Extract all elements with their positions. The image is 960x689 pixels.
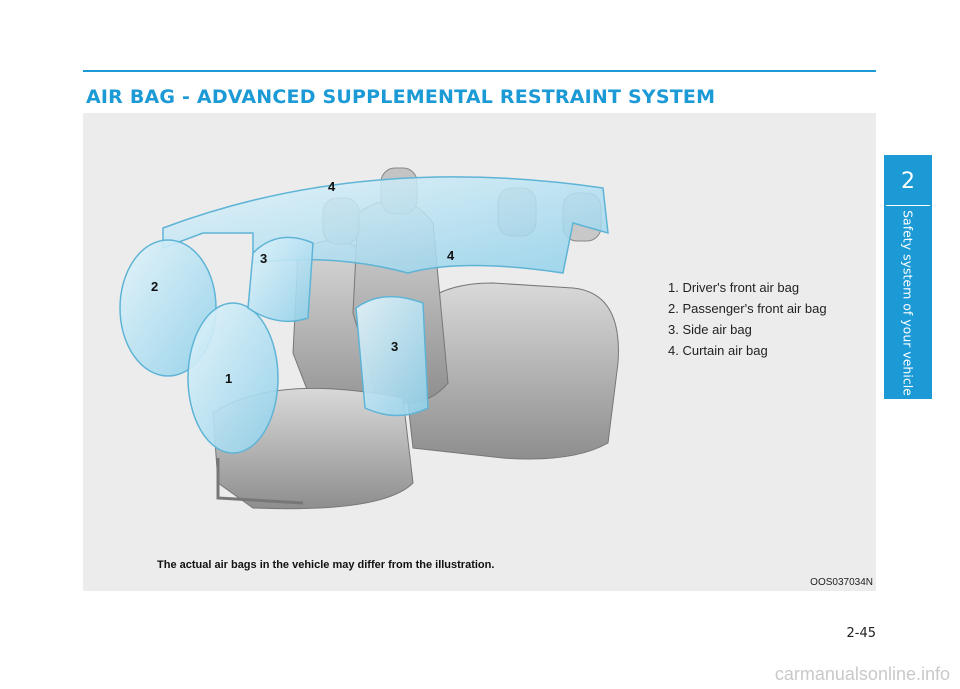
legend-item: 1. Driver's front air bag <box>668 280 800 295</box>
airbag-legend: 1. Driver's front air bag 2. Passenger's… <box>668 277 827 361</box>
header-rule <box>83 70 876 72</box>
callout-side-airbag: 3 <box>260 251 267 266</box>
legend-item: 3. Side air bag <box>668 322 752 337</box>
watermark: carmanualsonline.info <box>774 664 950 684</box>
figure-disclaimer: The actual air bags in the vehicle may d… <box>157 559 495 571</box>
seat-rail-shape <box>216 458 304 505</box>
figure-panel: 4 3 2 4 3 1 1. Driver's front air bag 2.… <box>83 113 876 591</box>
legend-item: 4. Curtain air bag <box>668 343 768 358</box>
curtain-airbag-shape <box>162 176 609 274</box>
driver-front-airbag-shape <box>187 302 279 454</box>
side-airbag-shape <box>355 295 429 417</box>
chapter-title: Safety system of your vehicle <box>900 210 916 396</box>
side-airbag-shape <box>247 236 314 323</box>
callout-curtain-airbag: 4 <box>447 248 455 263</box>
chapter-number: 2 <box>901 169 915 194</box>
legend-item: 2. Passenger's front air bag <box>668 301 827 316</box>
callout-curtain-airbag: 4 <box>328 179 336 194</box>
section-title: AIR BAG - ADVANCED SUPPLEMENTAL RESTRAIN… <box>86 86 716 108</box>
page-number: 2-45 <box>846 626 876 641</box>
callout-driver-airbag: 1 <box>225 371 232 386</box>
chapter-tab-divider <box>886 205 930 206</box>
chapter-tab: 2 Safety system of your vehicle <box>884 155 932 399</box>
figure-code: OOS037034N <box>810 577 873 588</box>
airbag-illustration: 4 3 2 4 3 1 <box>119 167 619 510</box>
callout-passenger-airbag: 2 <box>151 279 158 294</box>
callout-side-airbag: 3 <box>391 339 398 354</box>
